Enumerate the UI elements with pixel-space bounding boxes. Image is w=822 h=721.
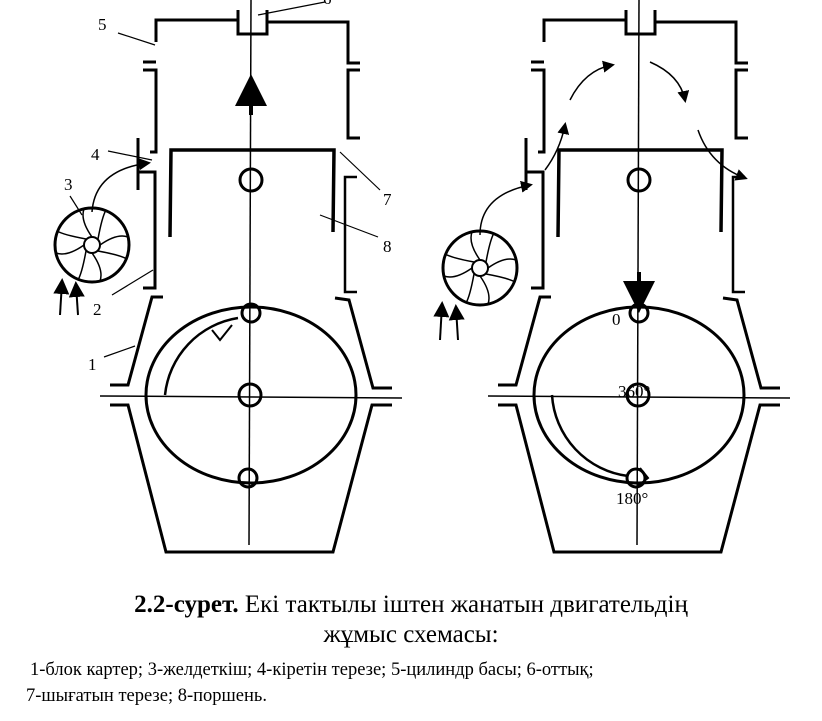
label-5: 5 [98, 15, 107, 34]
figure-number: 2.2-сурет. [134, 591, 239, 618]
fan-icon [441, 229, 519, 307]
label-360deg: 360° [618, 382, 650, 401]
label-2: 2 [93, 300, 102, 319]
label-0: 0 [612, 310, 621, 329]
label-4: 4 [91, 145, 100, 164]
label-180deg: 180° [616, 489, 648, 508]
fan-icon [53, 206, 131, 284]
figure-caption: 2.2-сурет. Екі тактылы іштен жанатын дви… [0, 590, 822, 620]
engine-left: 5 6 4 3 7 8 2 1 [53, 0, 404, 554]
label-3: 3 [64, 175, 73, 194]
label-1: 1 [88, 355, 97, 374]
caption-title-line1: Екі тактылы іштен жанатын двигательдің [244, 591, 688, 618]
caption-title-line2: жұмыс схемасы: [323, 621, 499, 648]
engine-diagram: 5 6 4 3 7 8 2 1 0 360° 180° [53, 0, 792, 554]
legend-line1: 1-блок картер; 3-желдеткіш; 4-кіретін те… [30, 660, 594, 680]
label-8: 8 [383, 237, 392, 256]
label-7: 7 [383, 190, 392, 209]
label-6: 6 [323, 0, 332, 8]
engine-right: 0 360° 180° [433, 0, 792, 554]
crank-rotation-arrow [163, 316, 239, 396]
legend-line2: 7-шығатын терезе; 8-поршень. [26, 686, 267, 706]
crank-rotation-arrow [550, 394, 629, 478]
